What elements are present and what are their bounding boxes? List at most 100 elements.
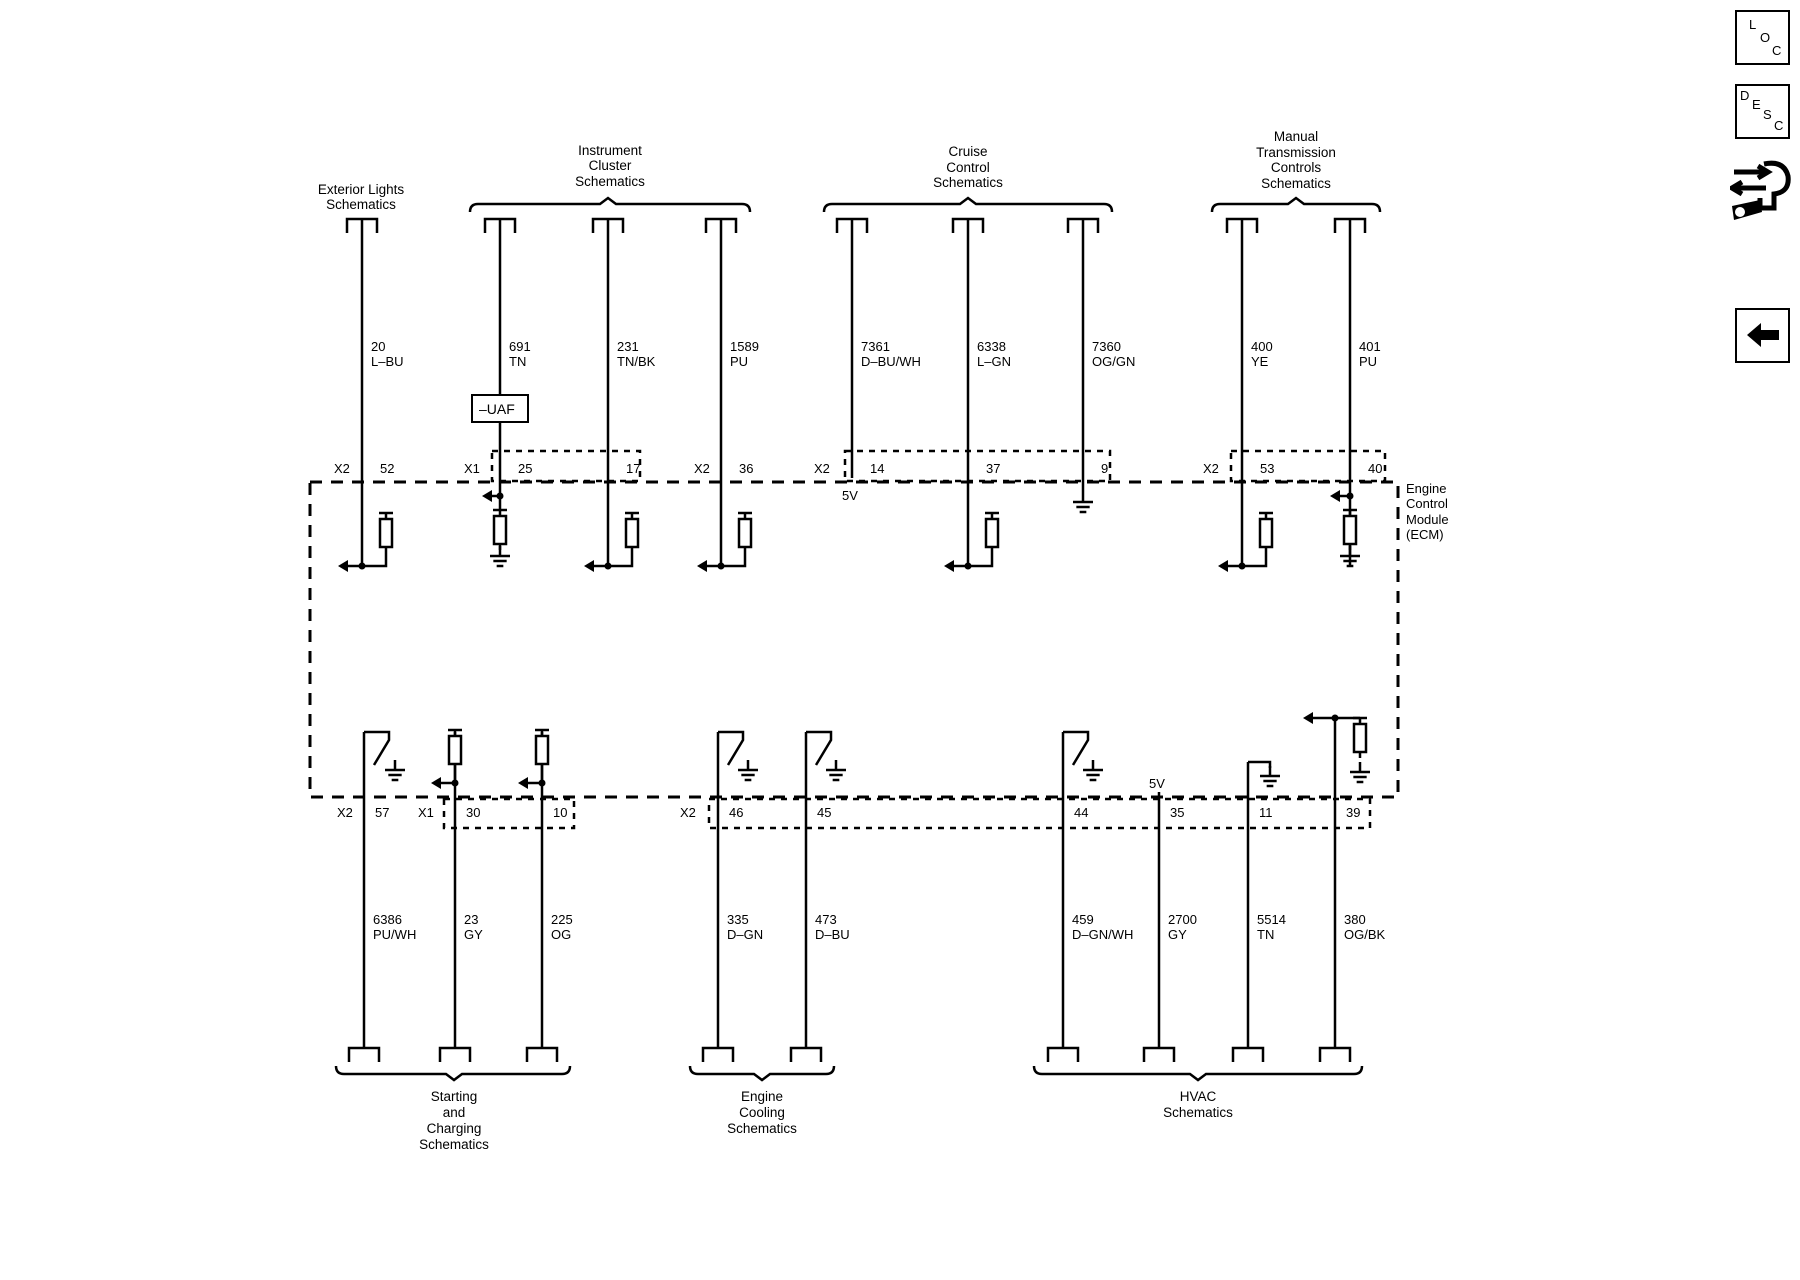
uaf-option-box: –UAF <box>471 394 529 423</box>
bracket-manual-transmission <box>1210 196 1382 213</box>
resistor <box>1258 517 1274 549</box>
circuit-number: 2700 <box>1168 912 1197 927</box>
bracket-engine-cooling <box>688 1065 836 1082</box>
circuit-number: 400 <box>1251 339 1273 354</box>
connector-terminal <box>438 1046 472 1062</box>
pin-number: 57 <box>375 805 389 820</box>
resistor-lead <box>968 553 994 568</box>
pin-number: 9 <box>1101 461 1108 476</box>
top-wires: 20L–BU52691TN25231TN/BK171589PU367361D–B… <box>345 217 1382 566</box>
top-connector-id: X2 <box>334 461 350 476</box>
ground-lead <box>1248 760 1272 768</box>
pull-down-resistor <box>492 514 508 546</box>
connector-terminal <box>347 1046 381 1062</box>
pin-number: 25 <box>518 461 532 476</box>
description-button[interactable]: D E S C <box>1735 84 1790 139</box>
circuit-number: 380 <box>1344 912 1366 927</box>
resistor-lead <box>721 553 747 568</box>
resistor-lead <box>1242 553 1268 568</box>
pull-down-resistor <box>1342 514 1358 546</box>
loc-letter-c: C <box>1772 43 1782 58</box>
resistor <box>534 734 550 766</box>
wrench-arrows-icon <box>1727 160 1791 220</box>
junction-dot <box>964 562 972 570</box>
circuit-number: 401 <box>1359 339 1381 354</box>
arrow-left-icon <box>1747 323 1779 347</box>
wire-color: YE <box>1251 354 1269 369</box>
circuit-number: 459 <box>1072 912 1094 927</box>
circuit-number: 23 <box>464 912 478 927</box>
wire-color: PU/WH <box>373 927 416 942</box>
arrow-head <box>1218 560 1228 572</box>
wire-color: TN <box>509 354 526 369</box>
resistor <box>447 734 463 766</box>
circuit-number: 6338 <box>977 339 1006 354</box>
pin-number: 14 <box>870 461 884 476</box>
bottom-connector-id: X2 <box>680 805 696 820</box>
resistor <box>378 517 394 549</box>
pin-number: 45 <box>817 805 831 820</box>
desc-letter-c: C <box>1774 118 1784 133</box>
bracket-starting-charging <box>334 1065 572 1082</box>
uaf-label: –UAF <box>479 401 515 417</box>
back-button[interactable] <box>1735 308 1790 363</box>
junction-dot <box>604 562 612 570</box>
circuit-number: 335 <box>727 912 749 927</box>
junction-dot <box>358 562 366 570</box>
wire-color: D–BU/WH <box>861 354 921 369</box>
pin-number: 36 <box>739 461 753 476</box>
bracket-hvac <box>1032 1065 1364 1082</box>
wire-color: D–GN <box>727 927 763 942</box>
location-button[interactable]: L O C <box>1735 10 1790 65</box>
wire-color: D–BU <box>815 927 850 942</box>
circuit-number: 7360 <box>1092 339 1121 354</box>
loc-letter-l: L <box>1749 17 1757 32</box>
resistor <box>984 517 1000 549</box>
arrow-head <box>1303 712 1313 724</box>
wire-color: PU <box>730 354 748 369</box>
switch-contact <box>806 730 833 766</box>
top-connector-id: X2 <box>814 461 830 476</box>
connector-repair-icon[interactable] <box>1727 158 1794 226</box>
wire-color: OG/GN <box>1092 354 1135 369</box>
five-volt-label: 5V <box>842 488 858 503</box>
ecm-internal-symbols <box>338 490 1370 789</box>
circuit-number: 225 <box>551 912 573 927</box>
wire-color: PU <box>1359 354 1377 369</box>
wire-color: OG <box>551 927 571 942</box>
connector-terminal <box>1142 1046 1176 1062</box>
pin-number: 52 <box>380 461 394 476</box>
pin-number: 39 <box>1346 805 1360 820</box>
pin-number: 40 <box>1368 461 1382 476</box>
wire-color: TN/BK <box>617 354 656 369</box>
arrow-head <box>518 777 528 789</box>
desc-letter-d: D <box>1740 88 1750 103</box>
connector-terminal <box>1046 1046 1080 1062</box>
resistor-lead <box>362 553 388 568</box>
pin-number: 53 <box>1260 461 1274 476</box>
desc-letter-s: S <box>1763 107 1772 122</box>
junction-dot <box>1238 562 1246 570</box>
resistor-lead <box>608 553 634 568</box>
circuit-number: 6386 <box>373 912 402 927</box>
circuit-number: 20 <box>371 339 385 354</box>
